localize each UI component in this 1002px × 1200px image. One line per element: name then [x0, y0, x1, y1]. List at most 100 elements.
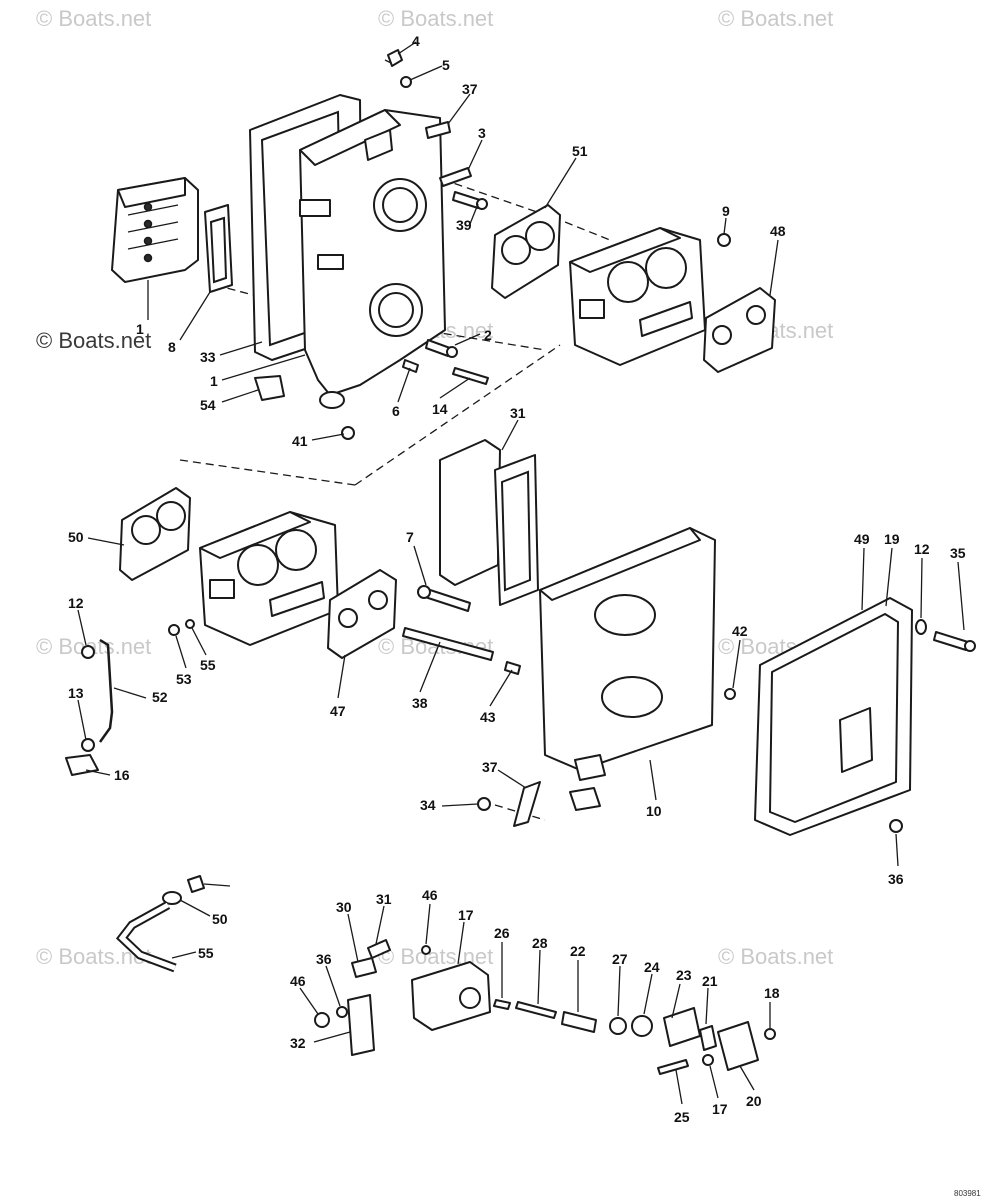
watermark: © Boats.net: [718, 944, 833, 969]
callout-label: 23: [676, 967, 692, 983]
callout-label: 39: [456, 217, 472, 233]
callout-label: 4: [412, 33, 420, 49]
gasket-46-upper: [703, 287, 776, 373]
gasket-23: [663, 1007, 701, 1047]
callout-label: 52: [152, 689, 168, 705]
fitting-55: [187, 875, 205, 893]
callout-label: 35: [950, 545, 966, 561]
callout-label: 37: [482, 759, 498, 775]
callout-label: 32: [290, 1035, 306, 1051]
callout-label: 1: [136, 321, 144, 337]
screw-40: [452, 191, 488, 210]
hose-53: [115, 901, 177, 973]
leader-lines: [77, 41, 965, 1105]
callout-label: 10: [646, 803, 662, 819]
spring-27: [609, 1017, 627, 1035]
callout-label: 26: [494, 925, 510, 941]
callout-label: 55: [200, 657, 216, 673]
watermark: © Boats.net: [36, 6, 151, 31]
callout-label: 34: [420, 797, 436, 813]
callout-label: 16: [114, 767, 130, 783]
callout-label: 14: [432, 401, 448, 417]
reed-gasket: [204, 204, 233, 293]
callout-label: 55: [198, 945, 214, 961]
screw-39: [425, 121, 451, 139]
carburetor-gasket-upper: [491, 204, 561, 299]
callout-label: 6: [392, 403, 400, 419]
callout-label: 46: [422, 887, 438, 903]
washer-12: [915, 619, 927, 635]
air-silencer-base-10: [539, 527, 716, 781]
callout-labels: 4 5 37 3 51 9 48 1 8 33 1 54 2 14 6 41 3…: [68, 33, 966, 1125]
callout-label: 1: [210, 373, 218, 389]
fitting-13b: [81, 738, 95, 752]
watermark: © Boats.net: [36, 328, 151, 353]
washer-18: [702, 1054, 714, 1066]
figure-code: 803981: [954, 1189, 981, 1198]
callout-label: 20: [746, 1093, 762, 1109]
watermark: © Boats.net: [718, 6, 833, 31]
screw-5: [400, 76, 412, 88]
callout-label: 25: [674, 1109, 690, 1125]
check-valve-25: [657, 1059, 689, 1075]
spring-26: [493, 999, 511, 1010]
screw-34: [477, 797, 491, 811]
pin-38: [402, 627, 494, 661]
callout-label: 54: [200, 397, 216, 413]
linkage-rod-50: [98, 638, 114, 743]
callout-label: 36: [888, 871, 904, 887]
callout-label: 8: [168, 339, 176, 355]
reed-valve-assembly: [111, 177, 199, 283]
clamp-54: [254, 375, 285, 401]
carburetor-upper: [569, 227, 706, 366]
carburetor-gasket-lower: [119, 487, 191, 581]
callout-label: 7: [406, 529, 414, 545]
callout-label: 22: [570, 943, 586, 959]
callout-label: 30: [336, 899, 352, 915]
pin-28: [515, 1001, 557, 1019]
intake-manifold: [299, 109, 446, 409]
linkage-29-30: [351, 939, 391, 978]
callout-label: 53: [176, 671, 192, 687]
callout-label: 50: [68, 529, 84, 545]
callout-label: 17: [458, 907, 474, 923]
callout-label: 38: [412, 695, 428, 711]
callout-label: 47: [330, 703, 346, 719]
nut-9: [717, 233, 731, 247]
callout-label: 31: [376, 891, 392, 907]
callout-label: 5: [442, 57, 450, 73]
screw-2: [425, 339, 458, 358]
screw-14: [452, 367, 489, 385]
screw-42: [724, 688, 736, 700]
washer-35: [336, 1006, 348, 1018]
reed-block-32: [439, 439, 539, 606]
callout-label: 21: [702, 973, 718, 989]
callout-label: 27: [612, 951, 628, 967]
screw-45: [314, 1012, 330, 1028]
callout-label: 51: [572, 143, 588, 159]
stud-3: [439, 167, 472, 187]
screw-44: [421, 945, 431, 955]
cover-20: [717, 1021, 759, 1071]
screw-36-right: [933, 631, 976, 652]
clamp-48: [162, 891, 182, 905]
fuel-pump-body-17: [411, 961, 491, 1031]
callout-label: 24: [644, 959, 660, 975]
callout-label: 48: [770, 223, 786, 239]
callout-label: 37: [462, 81, 478, 97]
bracket-10b: [569, 787, 601, 811]
screw-41: [341, 426, 355, 440]
callout-label: 49: [854, 531, 870, 547]
callout-label: 18: [764, 985, 780, 1001]
stud-43: [504, 661, 521, 675]
gasket-46-lower: [327, 569, 397, 659]
callout-label: 33: [200, 349, 216, 365]
alignment-line: [179, 459, 356, 486]
bracket-37: [513, 781, 541, 827]
washer-52: [185, 619, 195, 629]
fitting-13: [81, 645, 95, 659]
sleeve-22: [561, 1011, 597, 1033]
watermark: © Boats.net: [378, 6, 493, 31]
callout-label: 9: [722, 203, 730, 219]
